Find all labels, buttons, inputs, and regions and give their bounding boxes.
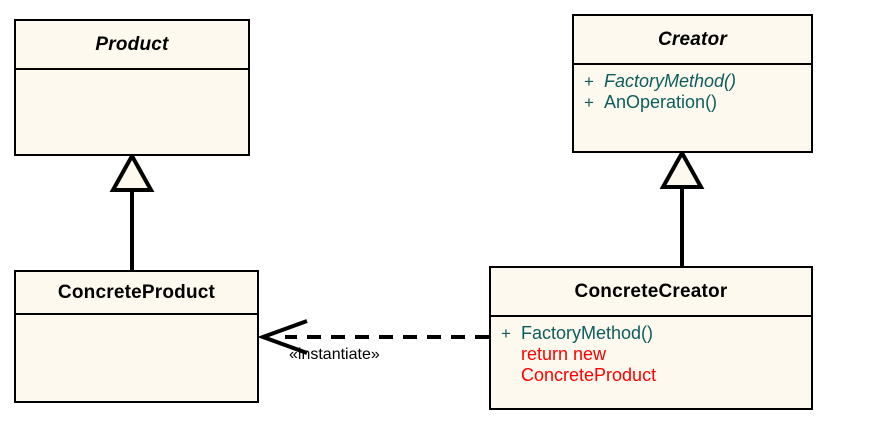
generalization-concretecreator-to-creator: [659, 148, 705, 266]
code-annotation-row: + return new: [491, 344, 811, 365]
class-box-creator[interactable]: Creator + FactoryMethod() + AnOperation(…: [572, 14, 813, 153]
hollow-triangle-arrowhead-left: [109, 151, 155, 192]
class-box-product[interactable]: Product: [14, 19, 250, 156]
open-arrowhead-instantiate: [257, 319, 308, 355]
code-line: return new: [521, 344, 607, 364]
member-row: + AnOperation(): [574, 92, 811, 113]
hollow-triangle-arrowhead-right: [659, 148, 705, 189]
dependency-instantiate: [257, 319, 489, 355]
class-title-concreteproduct: ConcreteProduct: [16, 272, 257, 315]
class-box-concreteproduct[interactable]: ConcreteProduct: [14, 270, 259, 403]
visibility-marker: +: [501, 324, 511, 343]
member-name: FactoryMethod(): [604, 71, 737, 91]
class-body-concreteproduct: [16, 315, 257, 401]
member-name: FactoryMethod(): [521, 323, 654, 343]
class-body-product: [16, 70, 248, 154]
class-body-concretecreator: + FactoryMethod() + return new + Concret…: [491, 317, 811, 408]
class-title-creator: Creator: [574, 16, 811, 65]
class-box-concretecreator[interactable]: ConcreteCreator + FactoryMethod() + retu…: [489, 266, 813, 410]
member-row: + FactoryMethod(): [491, 323, 811, 344]
member-name: AnOperation(): [604, 92, 718, 112]
instantiate-stereotype-label: «instantiate»: [289, 346, 380, 363]
visibility-marker: +: [584, 72, 594, 91]
code-line: ConcreteProduct: [521, 365, 657, 385]
member-row: + FactoryMethod(): [574, 71, 811, 92]
class-title-concretecreator: ConcreteCreator: [491, 268, 811, 317]
class-title-product: Product: [16, 21, 248, 70]
visibility-marker: +: [584, 93, 594, 112]
code-annotation-row: + ConcreteProduct: [491, 365, 811, 386]
class-body-creator: + FactoryMethod() + AnOperation(): [574, 65, 811, 151]
generalization-concreteproduct-to-product: [109, 151, 155, 270]
